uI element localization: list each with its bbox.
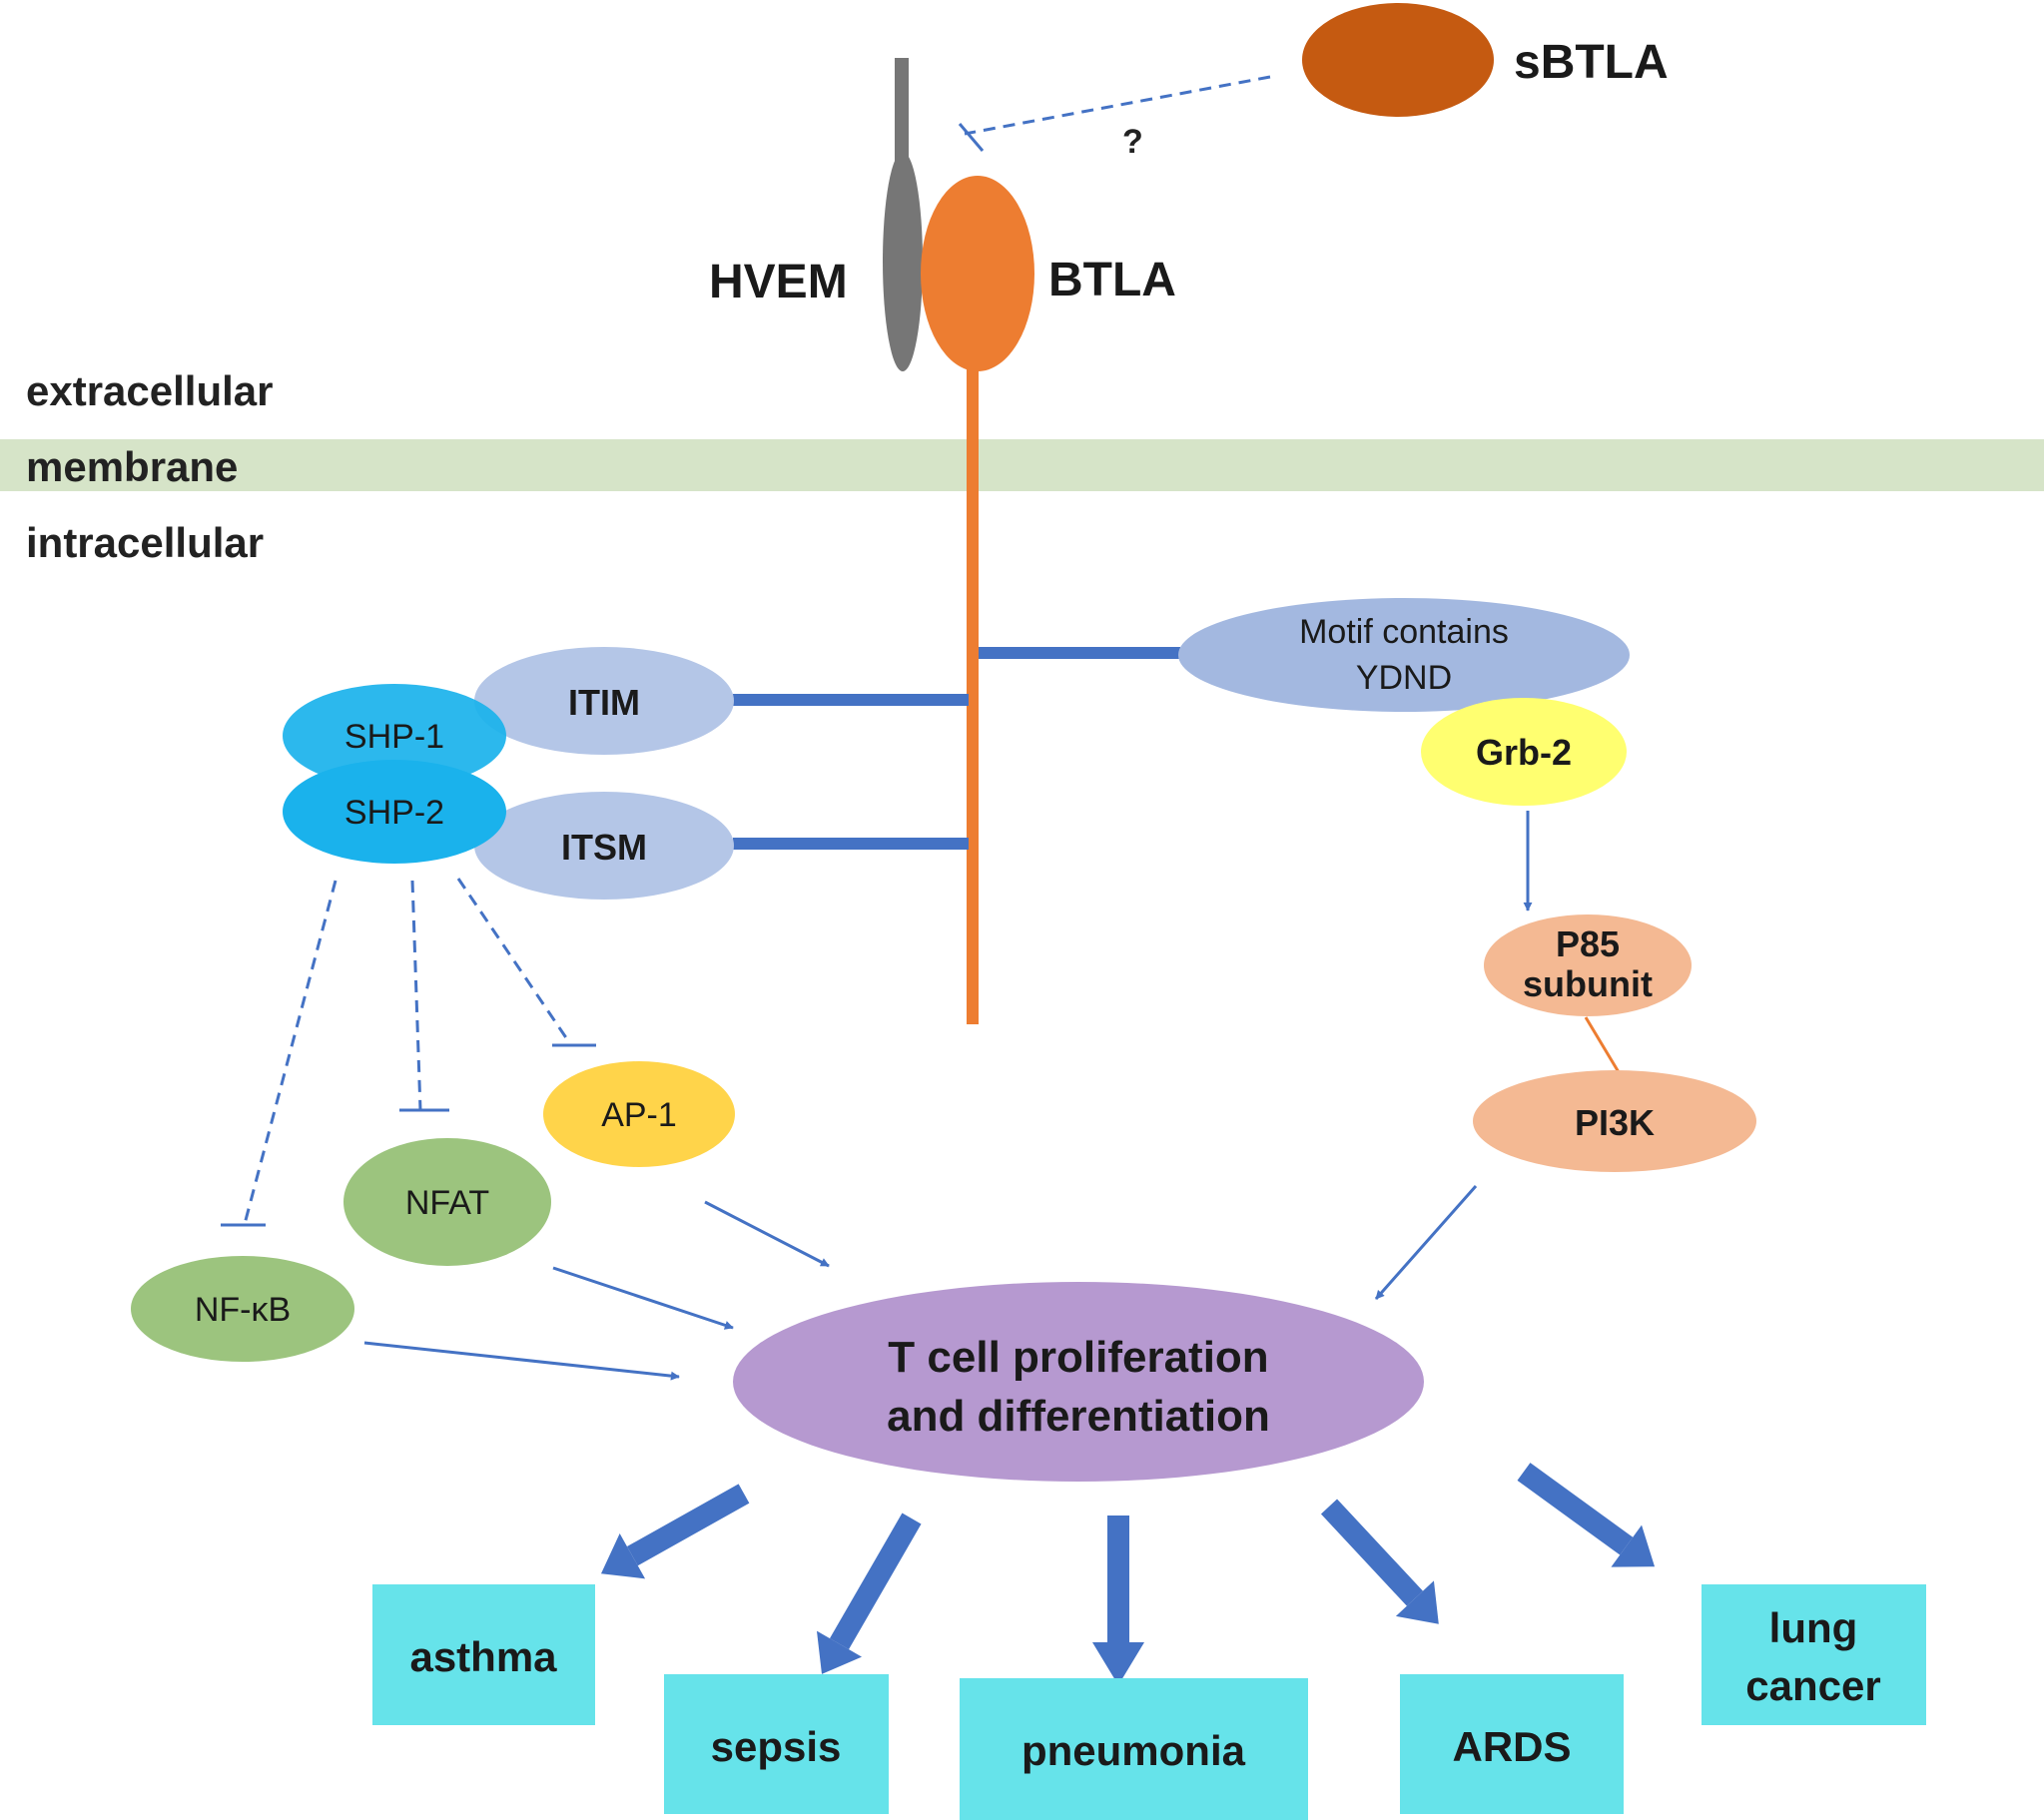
arrow-to-sepsis (816, 1513, 922, 1674)
outcome-line2: and differentiation (887, 1392, 1270, 1441)
ap1-label: AP-1 (601, 1096, 677, 1134)
sbtla-inhibition-line (964, 75, 1271, 136)
intracellular-label: intracellular (26, 519, 264, 566)
itim-connector (733, 694, 969, 706)
btla-receptor (921, 176, 1034, 371)
shp1-protein (283, 684, 506, 788)
nfat-to-outcome-arrow (552, 1266, 734, 1330)
nfat-label: NFAT (405, 1184, 489, 1222)
p85-label-line2: subunit (1523, 963, 1653, 1004)
outcome-line1: T cell proliferation (888, 1333, 1268, 1382)
lung-cancer-label-line1: lung (1769, 1604, 1858, 1651)
shp-to-nfkb-inhibition (243, 880, 338, 1225)
p85-label-line1: P85 (1556, 923, 1620, 964)
sbtla-label: sBTLA (1514, 36, 1669, 89)
ydnd-connector (979, 647, 1180, 659)
nfkb-label: NF-κB (195, 1291, 291, 1329)
nfkb-to-outcome-arrow (363, 1341, 680, 1381)
shp2-label: SHP-2 (344, 794, 444, 832)
grb2-protein (1421, 698, 1627, 806)
ap1-to-outcome-arrow (704, 1200, 830, 1268)
ydnd-label-line1: Motif contains (1299, 613, 1509, 651)
pi3k-protein (1473, 1070, 1756, 1172)
asthma-box (372, 1584, 595, 1725)
btla-tail (967, 359, 979, 1024)
extracellular-label: extracellular (26, 367, 274, 414)
itim-motif (474, 647, 734, 755)
hvem-receptor (883, 152, 923, 371)
asthma-label: asthma (409, 1633, 557, 1680)
itsm-connector (733, 838, 969, 850)
question-mark: ? (1122, 123, 1143, 161)
pi3k-label: PI3K (1575, 1102, 1655, 1143)
p85-subunit (1484, 914, 1692, 1016)
shp1-label: SHP-1 (344, 718, 444, 756)
arrow-to-pneumonia (1092, 1516, 1144, 1685)
ydnd-label-line2: YDND (1356, 659, 1452, 697)
arrow-to-ards (1320, 1499, 1439, 1624)
shp-to-nfat-inhibition (410, 880, 422, 1111)
sepsis-box (664, 1674, 889, 1814)
sepsis-label: sepsis (711, 1723, 842, 1770)
lung-cancer-box (1702, 1584, 1926, 1725)
shp-to-ap1-inhibition (456, 878, 571, 1043)
grb2-label: Grb-2 (1476, 732, 1572, 773)
membrane-label: membrane (26, 443, 238, 490)
ards-box (1400, 1674, 1624, 1814)
nfat-protein (343, 1138, 551, 1266)
nfkb-protein (131, 1256, 354, 1362)
shp2-protein (283, 760, 506, 864)
pneumonia-box (960, 1678, 1308, 1820)
itim-label: ITIM (568, 682, 640, 723)
ards-label: ARDS (1452, 1723, 1571, 1770)
p85-pi3k-link (1584, 1016, 1621, 1073)
btla-label: BTLA (1048, 254, 1176, 306)
itsm-motif (474, 792, 734, 900)
pi3k-to-outcome-arrow (1374, 1185, 1478, 1300)
itsm-label: ITSM (561, 827, 647, 868)
hvem-label: HVEM (709, 256, 848, 308)
membrane-band (0, 439, 2044, 491)
ap1-protein (543, 1061, 735, 1167)
sbtla-inhibition-bar (958, 123, 985, 152)
sbtla (1302, 3, 1494, 117)
arrow-to-lung-cancer (1517, 1463, 1656, 1567)
t-cell-outcome (733, 1282, 1424, 1482)
ydnd-motif (1178, 598, 1630, 712)
arrow-to-asthma (600, 1484, 750, 1579)
pneumonia-label: pneumonia (1022, 1727, 1246, 1774)
lung-cancer-label-line2: cancer (1745, 1662, 1880, 1709)
